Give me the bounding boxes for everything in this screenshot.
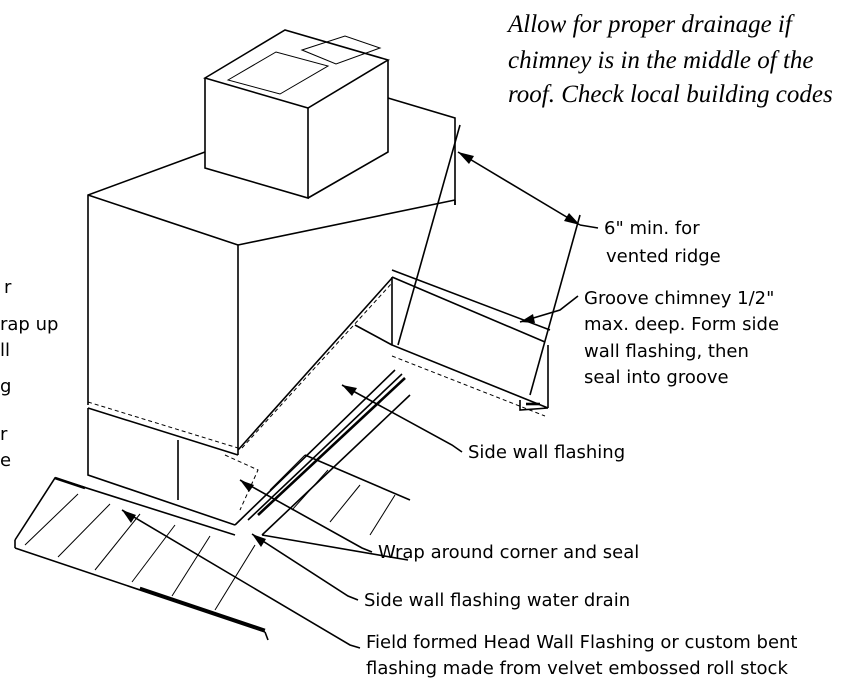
shingle-tab-5 — [171, 535, 211, 597]
block-cell-left — [226, 51, 330, 95]
shingle-bottom-corner — [264, 631, 269, 641]
drainage-note: Allow for proper drainage if chimney is … — [506, 11, 833, 108]
vented-ridge-label-2: vented ridge — [606, 246, 721, 267]
groove-label-4: seal into groove — [584, 367, 729, 388]
chimney-top-right-edge — [387, 97, 456, 205]
shingle-tab-4 — [131, 524, 176, 583]
dimension-line — [457, 151, 581, 226]
vented-ridge-label-1: 6" min. for — [604, 218, 700, 239]
front-counter-flashing-edge — [87, 407, 239, 456]
groove-label-2: max. deep. Form side — [584, 314, 779, 335]
chimney-block — [203, 29, 390, 200]
dimension-arrow-right — [564, 213, 580, 225]
groove-label-3: wall flashing, then — [584, 341, 749, 362]
wrap-corner-leader-line — [239, 479, 373, 553]
side-wall-leader-line — [341, 384, 463, 453]
side-wall-arrow — [342, 385, 357, 396]
water-drain-label: Side wall flashing water drain — [364, 590, 630, 611]
groove-detail — [519, 400, 549, 411]
shingle-bottom-edge — [14, 547, 266, 633]
shingles — [14, 454, 411, 641]
left-fragment-6: e — [0, 450, 11, 471]
shingle-tab-2 — [57, 503, 111, 558]
wrap-corner-leader — [239, 479, 373, 553]
groove-leader — [519, 295, 579, 411]
head-wall-label-1: Field formed Head Wall Flashing or custo… — [366, 632, 797, 653]
callout-labels: 6" min. for vented ridge Groove chimney … — [364, 218, 797, 679]
side-shingle-upper-edge — [304, 454, 411, 501]
head-wall-arrow — [122, 510, 136, 523]
head-wall-leader — [121, 509, 361, 649]
roof-side — [237, 269, 551, 451]
ridge-dashed — [391, 355, 546, 417]
side-shingle-low-edge — [261, 534, 409, 561]
dimension-leader — [579, 224, 599, 229]
channel-bottom — [261, 394, 411, 536]
left-fragment-4: g — [0, 376, 11, 397]
side-shingle-tab-4 — [369, 494, 396, 536]
side-wall-flashing-label: Side wall flashing — [468, 442, 625, 463]
water-drain-leader — [251, 533, 359, 601]
head-wall-flashing — [87, 408, 259, 526]
chimney-front-top-edge — [87, 194, 239, 246]
channel-outer — [234, 369, 396, 526]
groove-label-1: Groove chimney 1/2" — [584, 288, 774, 309]
block-side — [307, 60, 389, 199]
corner-fold-dashed — [224, 454, 259, 511]
head-wall-leader-line — [121, 509, 361, 649]
left-edge-label-fragments: r rap up ll g r e — [0, 277, 58, 471]
side-shingle-tab-1 — [269, 454, 306, 491]
shingle-tab-3 — [94, 513, 141, 571]
side-wall-roofline — [237, 277, 393, 451]
water-drain-leader-line — [251, 533, 359, 601]
side-wall-flashing-leader — [341, 384, 463, 453]
block-front — [204, 78, 309, 200]
counter-flashing — [87, 401, 239, 456]
drainage-note-line-2: chimney is in the middle of the — [508, 47, 813, 74]
vented-ridge-dimension — [397, 124, 599, 396]
drainage-note-line-3: roof. Check local building codes — [508, 81, 833, 108]
head-wall-front — [87, 408, 236, 526]
left-fragment-1: r — [4, 277, 12, 298]
left-fragment-2: rap up — [0, 314, 58, 335]
dimension-ext-right — [529, 214, 581, 396]
channel-inner — [247, 373, 403, 521]
left-fragment-5: r — [0, 424, 8, 445]
ridge-second-line — [391, 276, 546, 343]
front-counter-flashing — [87, 401, 239, 449]
shingle-bottom-band — [139, 586, 266, 632]
dimension-ext-left — [397, 124, 461, 346]
head-wall-label-2: flashing made from velvet embossed roll … — [366, 658, 788, 679]
shingle-drip-edge — [54, 476, 86, 490]
channel-rib — [257, 377, 406, 516]
block-cell-right — [300, 35, 382, 65]
chimney-body — [87, 97, 456, 455]
shingle-tab-1 — [24, 493, 79, 546]
groove-arrow — [520, 314, 535, 323]
side-shingle-tab-2 — [291, 469, 329, 511]
dimension-arrow-left — [458, 152, 474, 164]
ridge-return — [354, 324, 393, 346]
side-wall-seal-dashed — [241, 282, 393, 449]
wrap-corner-label: Wrap around corner and seal — [378, 542, 639, 563]
chimney-top-left-edge — [87, 151, 206, 405]
water-drain-arrow — [252, 534, 266, 547]
wrap-corner-arrow — [240, 480, 254, 492]
side-shingle-tab-3 — [329, 484, 361, 523]
ridge-vent-box — [391, 277, 549, 409]
chimney-side-top-edge — [237, 199, 456, 246]
side-wall-flashing-channel — [234, 369, 411, 536]
drainage-note-line-1: Allow for proper drainage if — [506, 11, 795, 38]
left-fragment-3: ll — [0, 340, 10, 361]
